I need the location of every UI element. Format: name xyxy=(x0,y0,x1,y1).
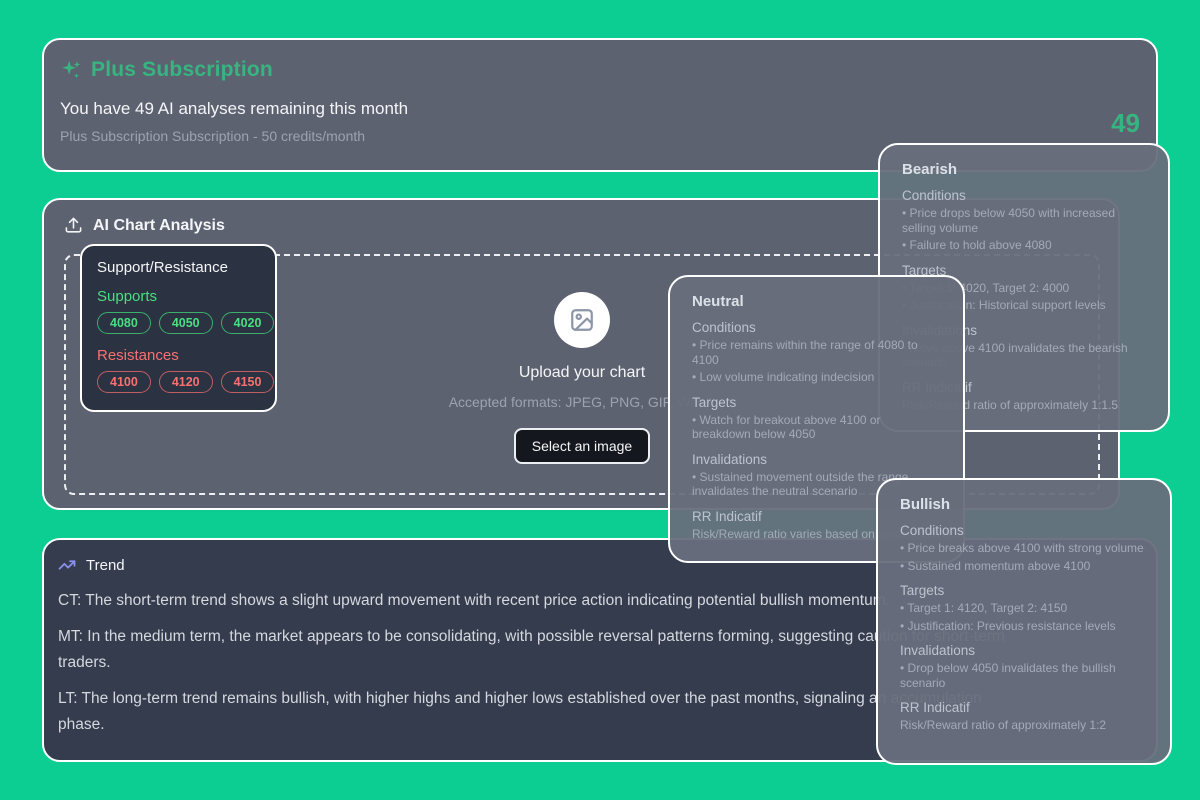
support-pill: 4080 xyxy=(97,312,151,334)
credits-count: 49 xyxy=(1111,108,1140,138)
sparkles-icon xyxy=(60,59,82,81)
invalidations-heading: Invalidations xyxy=(692,451,768,467)
rr-heading: RR Indicatif xyxy=(692,508,762,524)
trend-paragraphs: CT: The short-term trend shows a slight … xyxy=(58,588,1142,738)
trend-paragraph-mt: MT: In the medium term, the market appea… xyxy=(58,628,1005,671)
plan-credits-text: Plus Subscription Subscription - 50 cred… xyxy=(60,128,366,144)
support-resistance-title: Support/Resistance xyxy=(97,259,228,276)
rr-heading: RR Indicatif xyxy=(900,700,970,715)
trend-title: Trend xyxy=(86,556,125,574)
upload-icon xyxy=(64,216,83,235)
supports-label: Supports xyxy=(97,288,158,305)
bearish-title: Bearish xyxy=(902,161,958,178)
targets-heading: Targets xyxy=(900,583,945,598)
neutral-title: Neutral xyxy=(692,293,744,310)
rr-value: Risk/Reward ratio of approximately 1:2 xyxy=(900,718,1107,732)
condition-item: Sustained momentum above 4100 xyxy=(900,559,1148,574)
support-pill: 4020 xyxy=(220,312,275,334)
trend-paragraph-ct: CT: The short-term trend shows a slight … xyxy=(58,592,890,609)
subscription-title: Plus Subscription xyxy=(91,58,273,81)
subscription-card: Plus Subscription You have 49 AI analyse… xyxy=(42,38,1158,172)
resistances-pill-row: 4100 4120 4150 xyxy=(97,371,275,393)
targets-heading: Targets xyxy=(692,394,737,410)
upload-circle xyxy=(554,292,610,348)
targets-heading: Targets xyxy=(902,262,947,278)
trending-up-icon xyxy=(58,556,76,574)
support-resistance-panel: Support/Resistance Supports 4080 4050 40… xyxy=(80,244,277,412)
bullish-scenario-card: Bullish Conditions Price breaks above 41… xyxy=(876,478,1172,765)
condition-item: Low volume indicating indecision xyxy=(692,370,941,385)
conditions-heading: Conditions xyxy=(902,188,966,203)
resistance-pill: 4150 xyxy=(220,371,275,393)
support-pill: 4050 xyxy=(158,312,213,334)
condition-item: Price drops below 4050 with increased se… xyxy=(902,206,1146,235)
upload-formats-text: Accepted formats: JPEG, PNG, GIF, WebP xyxy=(448,394,716,410)
target-item: Justification: Previous resistance level… xyxy=(900,619,1148,634)
trend-paragraph-lt: LT: The long-term trend remains bullish,… xyxy=(58,690,982,733)
analysis-header: AI Chart Analysis xyxy=(64,216,1098,235)
conditions-heading: Conditions xyxy=(900,523,964,538)
resistance-pill: 4100 xyxy=(97,371,151,393)
conditions-heading: Conditions xyxy=(692,320,756,335)
supports-pill-row: 4080 4050 4020 xyxy=(97,312,275,334)
target-item: Watch for breakout above 4100 or breakdo… xyxy=(692,413,941,442)
target-item: Target 1: 4120, Target 2: 4150 xyxy=(900,601,1148,616)
trend-header: Trend xyxy=(58,556,1142,574)
condition-item: Failure to hold above 4080 xyxy=(902,238,1146,253)
resistances-label: Resistances xyxy=(97,347,179,364)
analyses-remaining-text: You have 49 AI analyses remaining this m… xyxy=(60,99,409,118)
subscription-header: Plus Subscription xyxy=(60,58,1140,82)
condition-item: Price breaks above 4100 with strong volu… xyxy=(900,541,1148,556)
invalidations-heading: Invalidations xyxy=(900,643,976,658)
resistance-pill: 4120 xyxy=(158,371,213,393)
bullish-title: Bullish xyxy=(900,496,951,513)
invalidation-item: Drop below 4050 invalidates the bullish … xyxy=(900,661,1148,690)
image-icon xyxy=(569,307,595,333)
select-image-button[interactable]: Select an image xyxy=(513,428,651,464)
condition-item: Price remains within the range of 4080 t… xyxy=(692,338,941,367)
upload-title: Upload your chart xyxy=(518,364,646,381)
analysis-title: AI Chart Analysis xyxy=(93,216,225,234)
invalidation-item: Sustained movement outside the range inv… xyxy=(692,470,941,499)
